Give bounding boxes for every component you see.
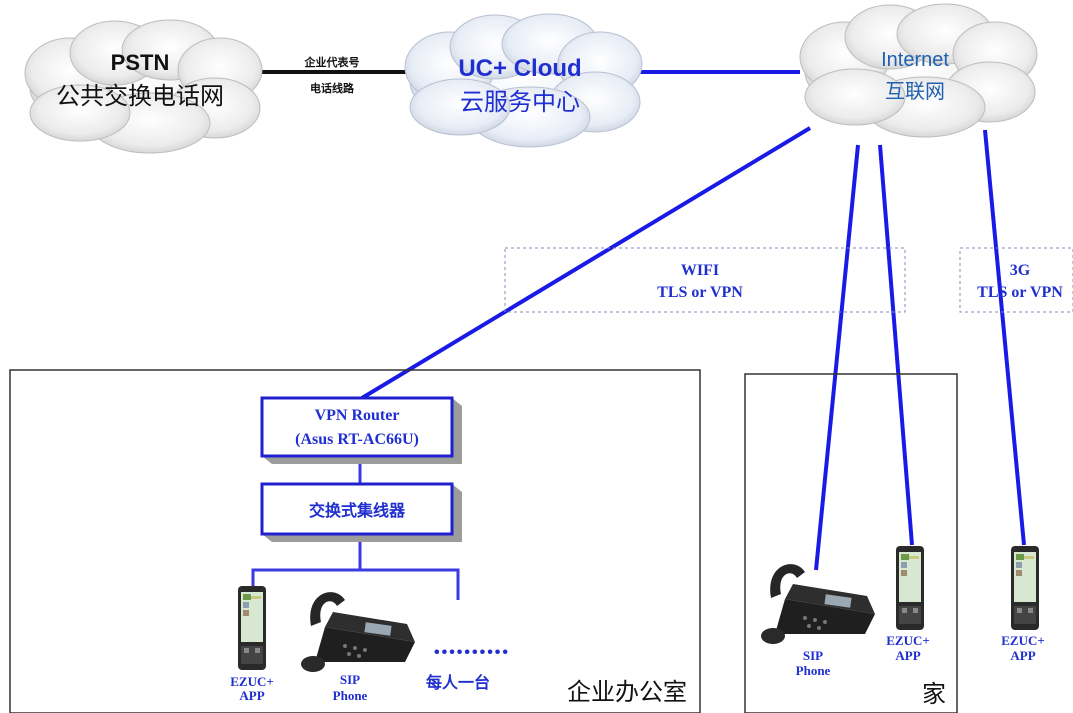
pstn-subtitle: 公共交换电话网 (56, 83, 224, 110)
wifi-protocol: TLS or VPN (657, 284, 743, 301)
link-internet-router (360, 126, 812, 400)
smartphone-icon (238, 586, 266, 670)
uc-cloud: UC+ Cloud 云服务中心 (404, 13, 643, 148)
office-app-device: EZUC+ APP (230, 586, 274, 703)
office-sip-phone-line1: SIP (340, 672, 360, 687)
internet-subtitle: 互联网 (885, 80, 945, 103)
mobile-app-type: APP (1010, 648, 1035, 663)
pstn-title: PSTN (111, 50, 170, 75)
home-app-name: EZUC+ (886, 633, 930, 648)
mobile-app-name: EZUC+ (1001, 633, 1045, 648)
vpn-router: VPN Router (Asus RT-AC66U) (260, 396, 462, 464)
more-devices-dots: •••••••••• (434, 644, 510, 661)
mobile-3g-protocol: TLS or VPN (977, 284, 1063, 301)
smartphone-icon (1011, 546, 1039, 630)
link-internet-home-app (878, 144, 914, 546)
mobile-3g-connection-box: 3G TLS or VPN (959, 247, 1073, 313)
home-app-device: EZUC+ APP (886, 546, 930, 663)
uc-cloud-subtitle: 云服务中心 (460, 89, 580, 116)
desk-phone-icon (301, 592, 415, 672)
internet-title: Internet (881, 49, 949, 71)
network-switch-label: 交换式集线器 (309, 501, 406, 520)
home-sip-phone-line1: SIP (803, 648, 823, 663)
office-zone: 企业办公室 (9, 369, 701, 713)
link-internet-mobile-app (983, 129, 1026, 546)
link-internet-home-sip (814, 144, 860, 571)
office-app-type: APP (239, 688, 264, 703)
office-title: 企业办公室 (567, 679, 687, 706)
home-sip-phone-line2: Phone (796, 663, 831, 678)
office-sip-phone-line2: Phone (333, 688, 368, 703)
each-person-label: 每人一台 (426, 673, 490, 692)
internet-cloud: Internet 互联网 (799, 3, 1038, 138)
home-sip-phone: SIP Phone (761, 564, 875, 678)
office-bus (251, 568, 460, 600)
mobile-app-device: EZUC+ APP (1001, 546, 1045, 663)
mobile-3g-label: 3G (1010, 262, 1031, 279)
wifi-label: WIFI (681, 262, 719, 279)
vpn-router-model: (Asus RT-AC66U) (295, 431, 419, 448)
trunk-label-line1: 企业代表号 (304, 55, 360, 69)
trunk-label: 企业代表号 电话线路 (304, 55, 360, 95)
network-switch: 交换式集线器 (260, 482, 462, 542)
trunk-label-line2: 电话线路 (310, 81, 355, 95)
office-app-name: EZUC+ (230, 674, 274, 689)
home-app-type: APP (895, 648, 920, 663)
office-sip-phone: SIP Phone (301, 592, 415, 703)
wifi-connection-box: WIFI TLS or VPN (504, 247, 906, 313)
uc-cloud-title: UC+ Cloud (458, 55, 581, 82)
home-zone: 家 (744, 373, 958, 713)
vpn-router-name: VPN Router (315, 407, 400, 424)
desk-phone-icon (761, 564, 875, 644)
home-title: 家 (922, 681, 946, 708)
pstn-cloud: PSTN 公共交换电话网 (24, 19, 263, 154)
smartphone-icon (896, 546, 924, 630)
